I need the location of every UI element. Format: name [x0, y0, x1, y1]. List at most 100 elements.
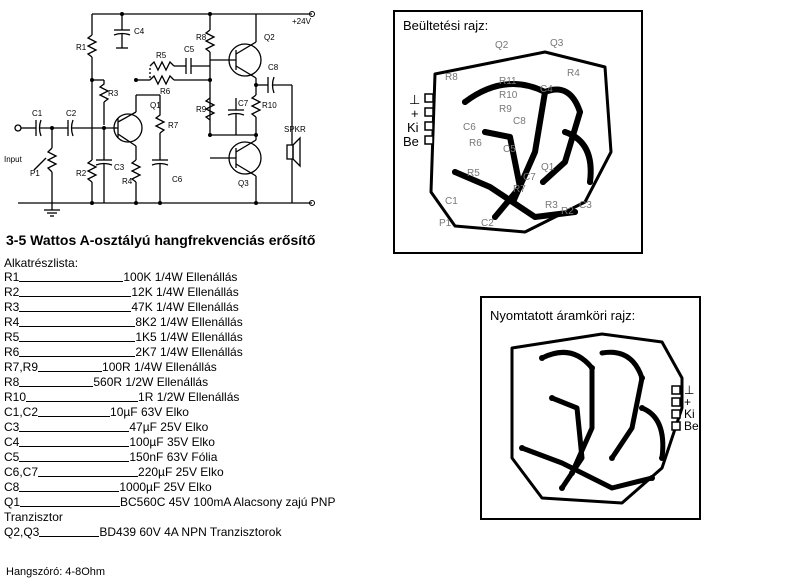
label-q2: Q2 [264, 33, 275, 42]
pcb-connector-in: Be [684, 419, 699, 433]
label-c2: C2 [66, 109, 77, 118]
layout-connector-ground: ⊥ [409, 92, 420, 107]
part-desc: BD439 60V 4A NPN Tranzisztorok [99, 525, 282, 539]
part-leader-line [38, 465, 139, 477]
part-ref: C6,C7 [4, 465, 39, 479]
layout-label: R10 [499, 90, 518, 101]
part-desc: 100µF 35V Elko [129, 435, 215, 449]
label-c4: C4 [134, 27, 145, 36]
layout-label: Q3 [550, 38, 564, 49]
part-leader-line [19, 420, 130, 432]
part-ref: R10 [4, 390, 27, 404]
layout-connector-in: Be [403, 134, 419, 149]
part-desc: 47K 1/4W Ellenállás [131, 300, 239, 314]
layout-label: R9 [499, 104, 512, 115]
part-leader-line [19, 300, 132, 312]
pcb-connector-ground: ⊥ [684, 383, 694, 397]
layout-label: R8 [445, 72, 458, 83]
part-leader-line [39, 525, 100, 537]
part-leader-line [19, 345, 136, 357]
layout-label: R7 [513, 184, 526, 195]
label-c8: C8 [268, 63, 279, 72]
part-ref: R4 [4, 315, 20, 329]
part-desc: 47µF 25V Elko [129, 420, 209, 434]
part-ref: C1,C2 [4, 405, 39, 419]
label-c3: C3 [114, 163, 125, 172]
input-label: Input [4, 155, 23, 164]
part-ref: C8 [4, 480, 20, 494]
layout-label: R5 [467, 168, 480, 179]
pcb-board-title: Nyomtatott áramköri rajz: [490, 308, 636, 323]
layout-label: C7 [523, 172, 536, 183]
part-ref: Q1 [4, 495, 21, 509]
amplifier-schematic: +24V Input SPKR R1 R2 R3 R4 R5 R6 R7 R8 … [4, 11, 315, 217]
part-ref: R3 [4, 300, 20, 314]
part-leader-line [19, 435, 130, 447]
parts-list-row: C1,C2 10µF 63V Elko [4, 405, 335, 420]
pcb-drawing: ⊥ + Ki Be [510, 332, 699, 505]
label-r8: R8 [196, 33, 207, 42]
layout-label: C8 [513, 116, 526, 127]
label-c6: C6 [172, 175, 183, 184]
speaker-note: Hangszóró: 4-8Ohm [6, 566, 106, 578]
layout-label: R11 [499, 76, 517, 87]
label-q1: Q1 [150, 101, 161, 110]
part-leader-line [19, 315, 136, 327]
parts-list-row: C6,C7 220µF 25V Elko [4, 465, 335, 480]
part-desc: 8K2 1/4W Ellenállás [135, 315, 243, 329]
parts-list-row: R7,R9 100R 1/4W Ellenállás [4, 360, 335, 375]
part-ref: R1 [4, 270, 20, 284]
page-title: 3-5 Wattos A-osztályú hangfrekvenciás er… [6, 232, 316, 248]
label-c5: C5 [184, 45, 195, 54]
layout-connector-plus: + [411, 106, 419, 121]
part-ref: Q2,Q3 [4, 525, 40, 539]
speaker-label: SPKR [284, 125, 306, 134]
part-desc: 10µF 63V Elko [110, 405, 189, 419]
part-ref: Tranzisztor [4, 510, 63, 524]
layout-label: C5 [503, 144, 516, 155]
part-desc: 100K 1/4W Ellenállás [123, 270, 238, 284]
part-leader-line [26, 390, 139, 402]
component-layout-board: Beültetési rajz: ⊥ + Ki Be R8 Q2 [393, 10, 643, 254]
part-leader-line [19, 450, 130, 462]
part-ref: R8 [4, 375, 20, 389]
parts-heading: Alkatrészlista: [4, 256, 79, 270]
part-ref: C5 [4, 450, 20, 464]
parts-list-row: R3 47K 1/4W Ellenállás [4, 300, 335, 315]
part-ref: C4 [4, 435, 20, 449]
label-r1: R1 [76, 43, 87, 52]
parts-list-row: C5 150nF 63V Fólia [4, 450, 335, 465]
pcb-connector-plus: + [684, 395, 691, 409]
supply-label: +24V [292, 17, 312, 26]
part-desc: 220µF 25V Elko [138, 465, 224, 479]
part-ref: R7,R9 [4, 360, 39, 374]
layout-label: Q1 [541, 162, 555, 173]
label-r3: R3 [108, 89, 119, 98]
part-ref: R5 [4, 330, 20, 344]
part-desc: 1K5 1/4W Ellenállás [135, 330, 243, 344]
label-r6: R6 [160, 87, 171, 96]
part-desc: 100R 1/4W Ellenállás [102, 360, 217, 374]
label-c1: C1 [32, 109, 43, 118]
part-desc: 150nF 63V Fólia [129, 450, 218, 464]
label-q3: Q3 [238, 179, 249, 188]
parts-list-row: C4 100µF 35V Elko [4, 435, 335, 450]
parts-list-row: R1 100K 1/4W Ellenállás [4, 270, 335, 285]
part-leader-line [19, 480, 120, 492]
label-p1: P1 [30, 169, 40, 178]
part-leader-line [38, 360, 103, 372]
part-ref: R6 [4, 345, 20, 359]
layout-label: R6 [469, 138, 482, 149]
layout-label: Q2 [495, 40, 509, 51]
layout-label: C2 [481, 218, 494, 229]
parts-list-row: R4 8K2 1/4W Ellenállás [4, 315, 335, 330]
label-r10: R10 [262, 101, 277, 110]
component-layout-drawing: ⊥ + Ki Be R8 Q2 Q3 R4 R11 R10 C4 R9 C8 C… [403, 38, 613, 234]
label-r2: R2 [76, 169, 87, 178]
part-ref: C3 [4, 420, 20, 434]
